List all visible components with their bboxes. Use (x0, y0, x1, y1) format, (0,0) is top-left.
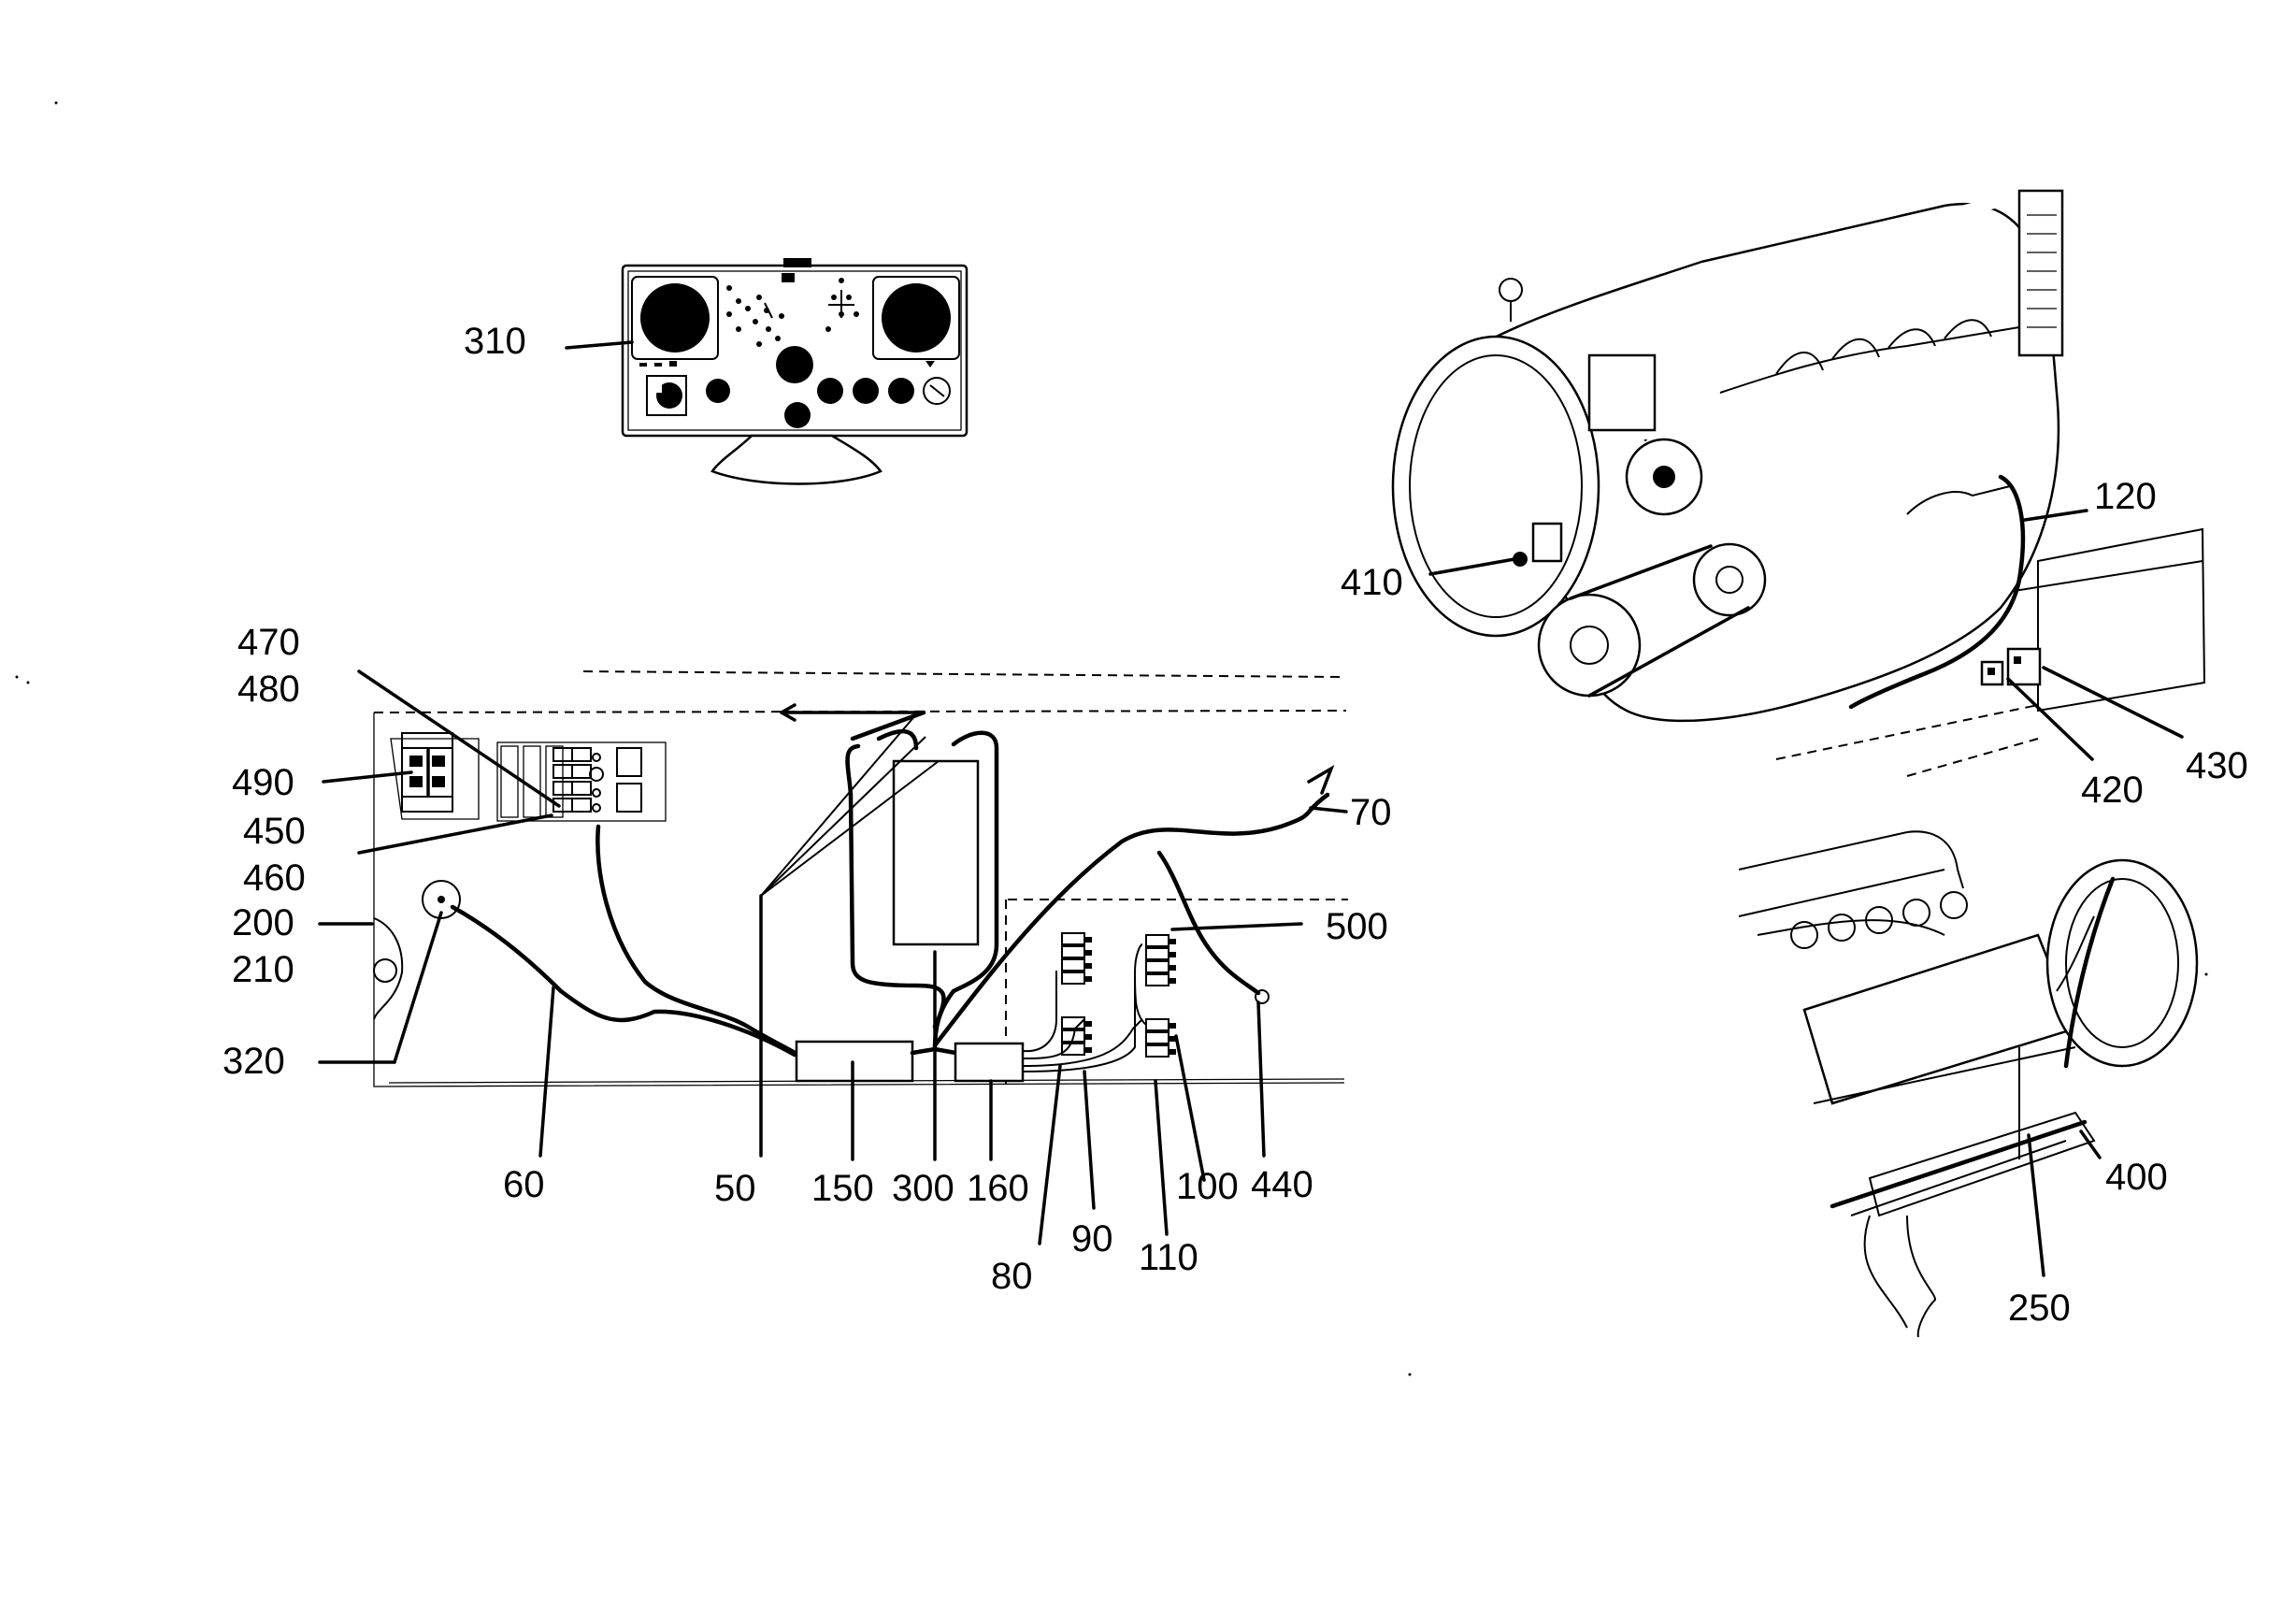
callout-420: 420 (2081, 770, 2144, 811)
scan-specks (15, 101, 2208, 1376)
callout-250: 250 (2008, 1288, 2071, 1329)
callout-300: 300 (892, 1168, 954, 1209)
callout-430: 430 (2186, 745, 2248, 786)
callout-90: 90 (1071, 1218, 1113, 1259)
callout-70: 70 (1350, 792, 1392, 833)
callout-50: 50 (714, 1168, 756, 1209)
callout-460: 460 (243, 857, 306, 899)
callout-110: 110 (1139, 1237, 1198, 1278)
callout-leaders (318, 340, 2184, 1277)
callout-490: 490 (232, 762, 294, 803)
callout-500: 500 (1326, 906, 1388, 947)
callout-200: 200 (232, 902, 294, 943)
callout-160: 160 (967, 1168, 1029, 1209)
callout-440: 440 (1251, 1164, 1313, 1205)
callout-400: 400 (2105, 1157, 2168, 1198)
callout-60: 60 (503, 1164, 545, 1205)
callout-labels: 310 470 480 490 450 460 200 210 320 60 5… (222, 321, 2248, 1329)
callout-150: 150 (811, 1168, 874, 1209)
engine-injection-detail-illustration (1738, 830, 2199, 1338)
instrument-panel-illustration (621, 258, 969, 485)
callout-120: 120 (2094, 476, 2157, 517)
callout-100: 100 (1176, 1166, 1239, 1207)
callout-310: 310 (464, 321, 526, 362)
callout-210: 210 (232, 949, 294, 990)
diesel-engine-illustration (1391, 189, 2206, 777)
callout-470: 470 (237, 622, 300, 663)
wiring-harness-illustration (373, 670, 1348, 1087)
callout-410: 410 (1341, 562, 1403, 603)
callout-480: 480 (237, 669, 300, 710)
callout-450: 450 (243, 811, 306, 852)
callout-320: 320 (222, 1041, 285, 1082)
callout-80: 80 (991, 1256, 1033, 1297)
